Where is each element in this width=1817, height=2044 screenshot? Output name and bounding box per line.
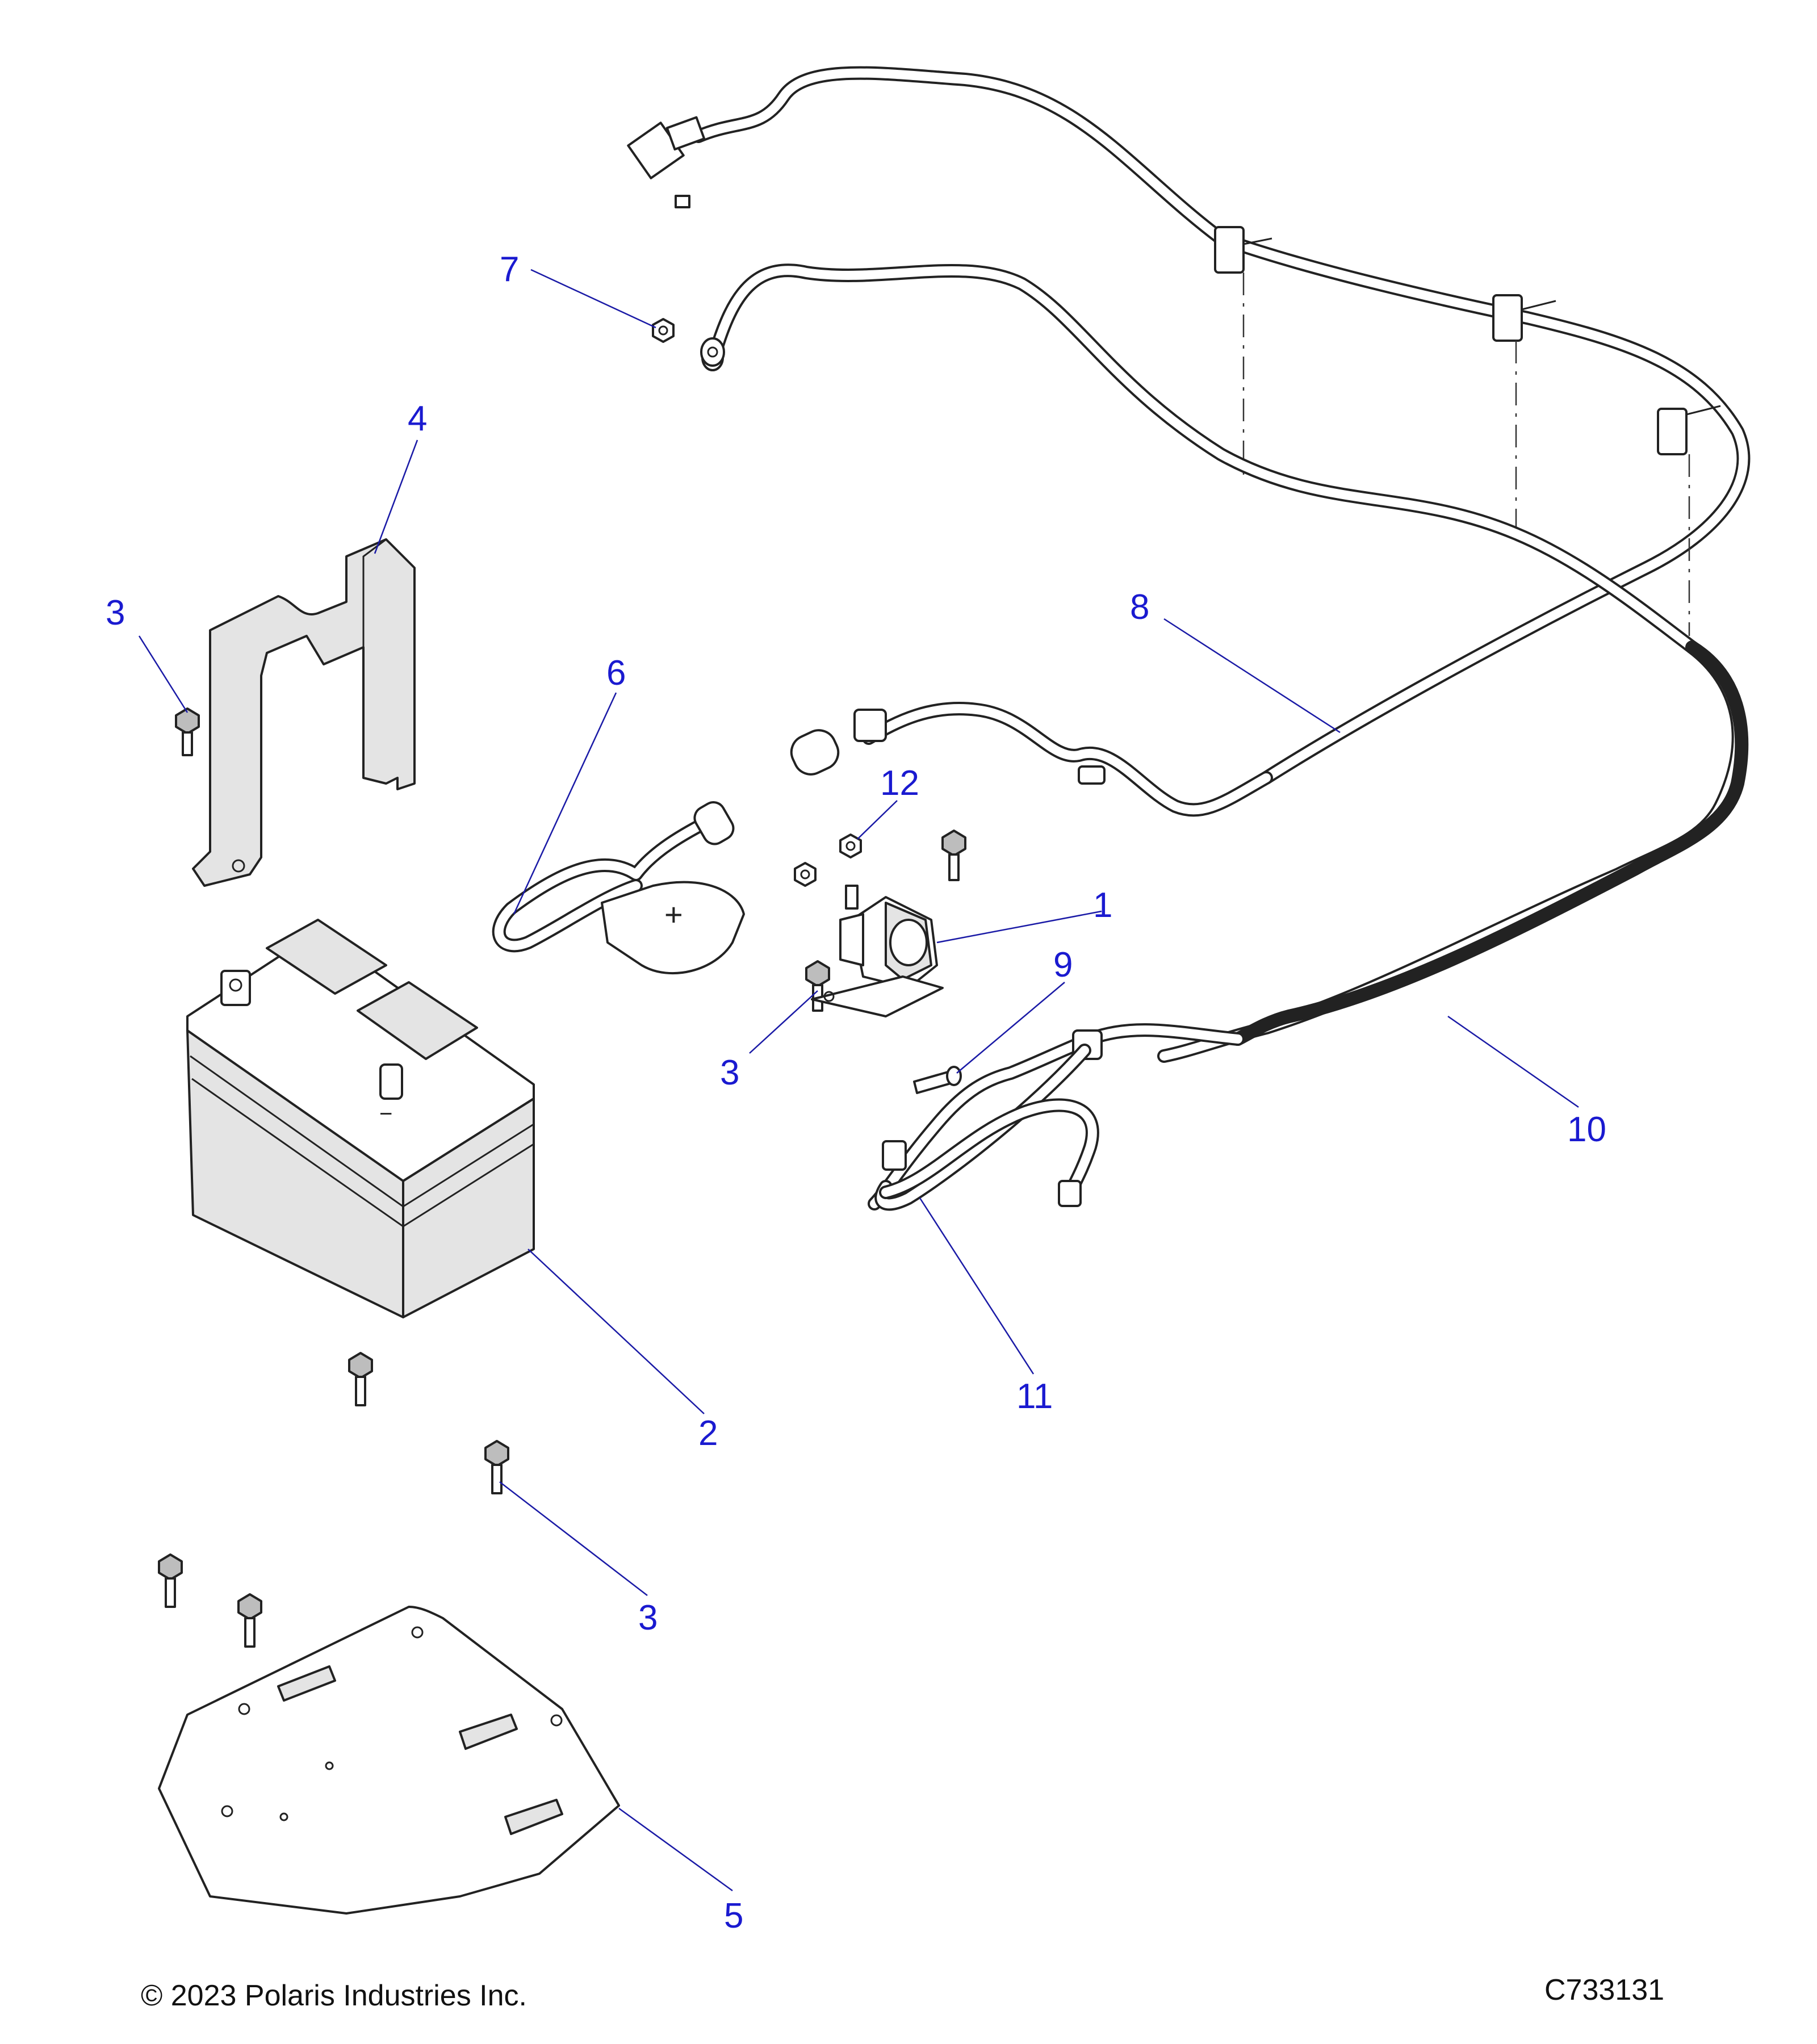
- bolt-tray-left: [158, 1553, 183, 1608]
- figure-id: C733131: [1544, 1974, 1664, 2007]
- ring-terminal: [700, 337, 725, 367]
- bolt-tray-middle: [237, 1593, 262, 1648]
- callout-6: 6: [606, 654, 626, 693]
- boot-plus-sign: +: [664, 897, 683, 932]
- leader-4: [374, 439, 418, 554]
- nut-part-12: [839, 833, 862, 858]
- callout-12: 12: [880, 764, 919, 803]
- leader-6: [513, 692, 617, 915]
- callout-9: 9: [1053, 945, 1073, 985]
- bolt-part-3-lower: [484, 1440, 509, 1494]
- harness-clip-2: [1492, 294, 1556, 342]
- callout-7: 7: [500, 250, 519, 289]
- cable-8-lower-branch: [790, 702, 1273, 817]
- leader-10: [1447, 1015, 1579, 1108]
- callout-5: 5: [724, 1896, 743, 1936]
- harness-clip-3: [1657, 405, 1721, 455]
- battery-part-2: −: [186, 919, 535, 1318]
- cable-part-10: [868, 640, 1749, 1211]
- leader-1: [936, 910, 1102, 944]
- leader-3c: [499, 1481, 648, 1596]
- nut-solenoid-left: [794, 862, 817, 887]
- leader-8: [1163, 618, 1341, 734]
- callout-11: 11: [1016, 1377, 1053, 1416]
- leader-12: [857, 800, 898, 840]
- positive-terminal-boot: +: [601, 881, 745, 975]
- stud-part-9: [913, 1066, 962, 1094]
- leader-7: [530, 269, 656, 329]
- battery-negative-mark: −: [379, 1101, 392, 1126]
- leader-2: [527, 1249, 705, 1414]
- callout-1: 1: [1093, 886, 1112, 925]
- bolt-part-3-upper-left: [175, 707, 200, 756]
- callout-3b: 3: [720, 1053, 739, 1092]
- bracket-part-4: [192, 538, 416, 887]
- callout-3c: 3: [638, 1598, 658, 1637]
- copyright-text: © 2023 Polaris Industries Inc.: [141, 1979, 527, 2012]
- nut-part-7: [652, 318, 675, 343]
- callout-2: 2: [698, 1414, 718, 1453]
- cable-part-6: [492, 801, 735, 953]
- upper-harness-cable: [627, 66, 1751, 785]
- callout-10: 10: [1567, 1110, 1606, 1149]
- bolt-near-solenoid-right: [941, 830, 966, 881]
- solenoid-part-1: [811, 885, 944, 1017]
- leader-5: [618, 1807, 733, 1892]
- leader-3b: [749, 990, 818, 1054]
- cable-part-11: [874, 1044, 1099, 1211]
- leader-11: [919, 1197, 1035, 1375]
- harness-clip-1: [1214, 226, 1272, 274]
- callout-4: 4: [408, 399, 427, 438]
- callout-8: 8: [1130, 588, 1149, 627]
- leader-3a: [138, 635, 189, 713]
- callout-3a: 3: [106, 593, 125, 633]
- tray-part-5: [158, 1606, 620, 1915]
- leader-9: [956, 982, 1065, 1074]
- bolt-under-battery: [348, 1352, 373, 1406]
